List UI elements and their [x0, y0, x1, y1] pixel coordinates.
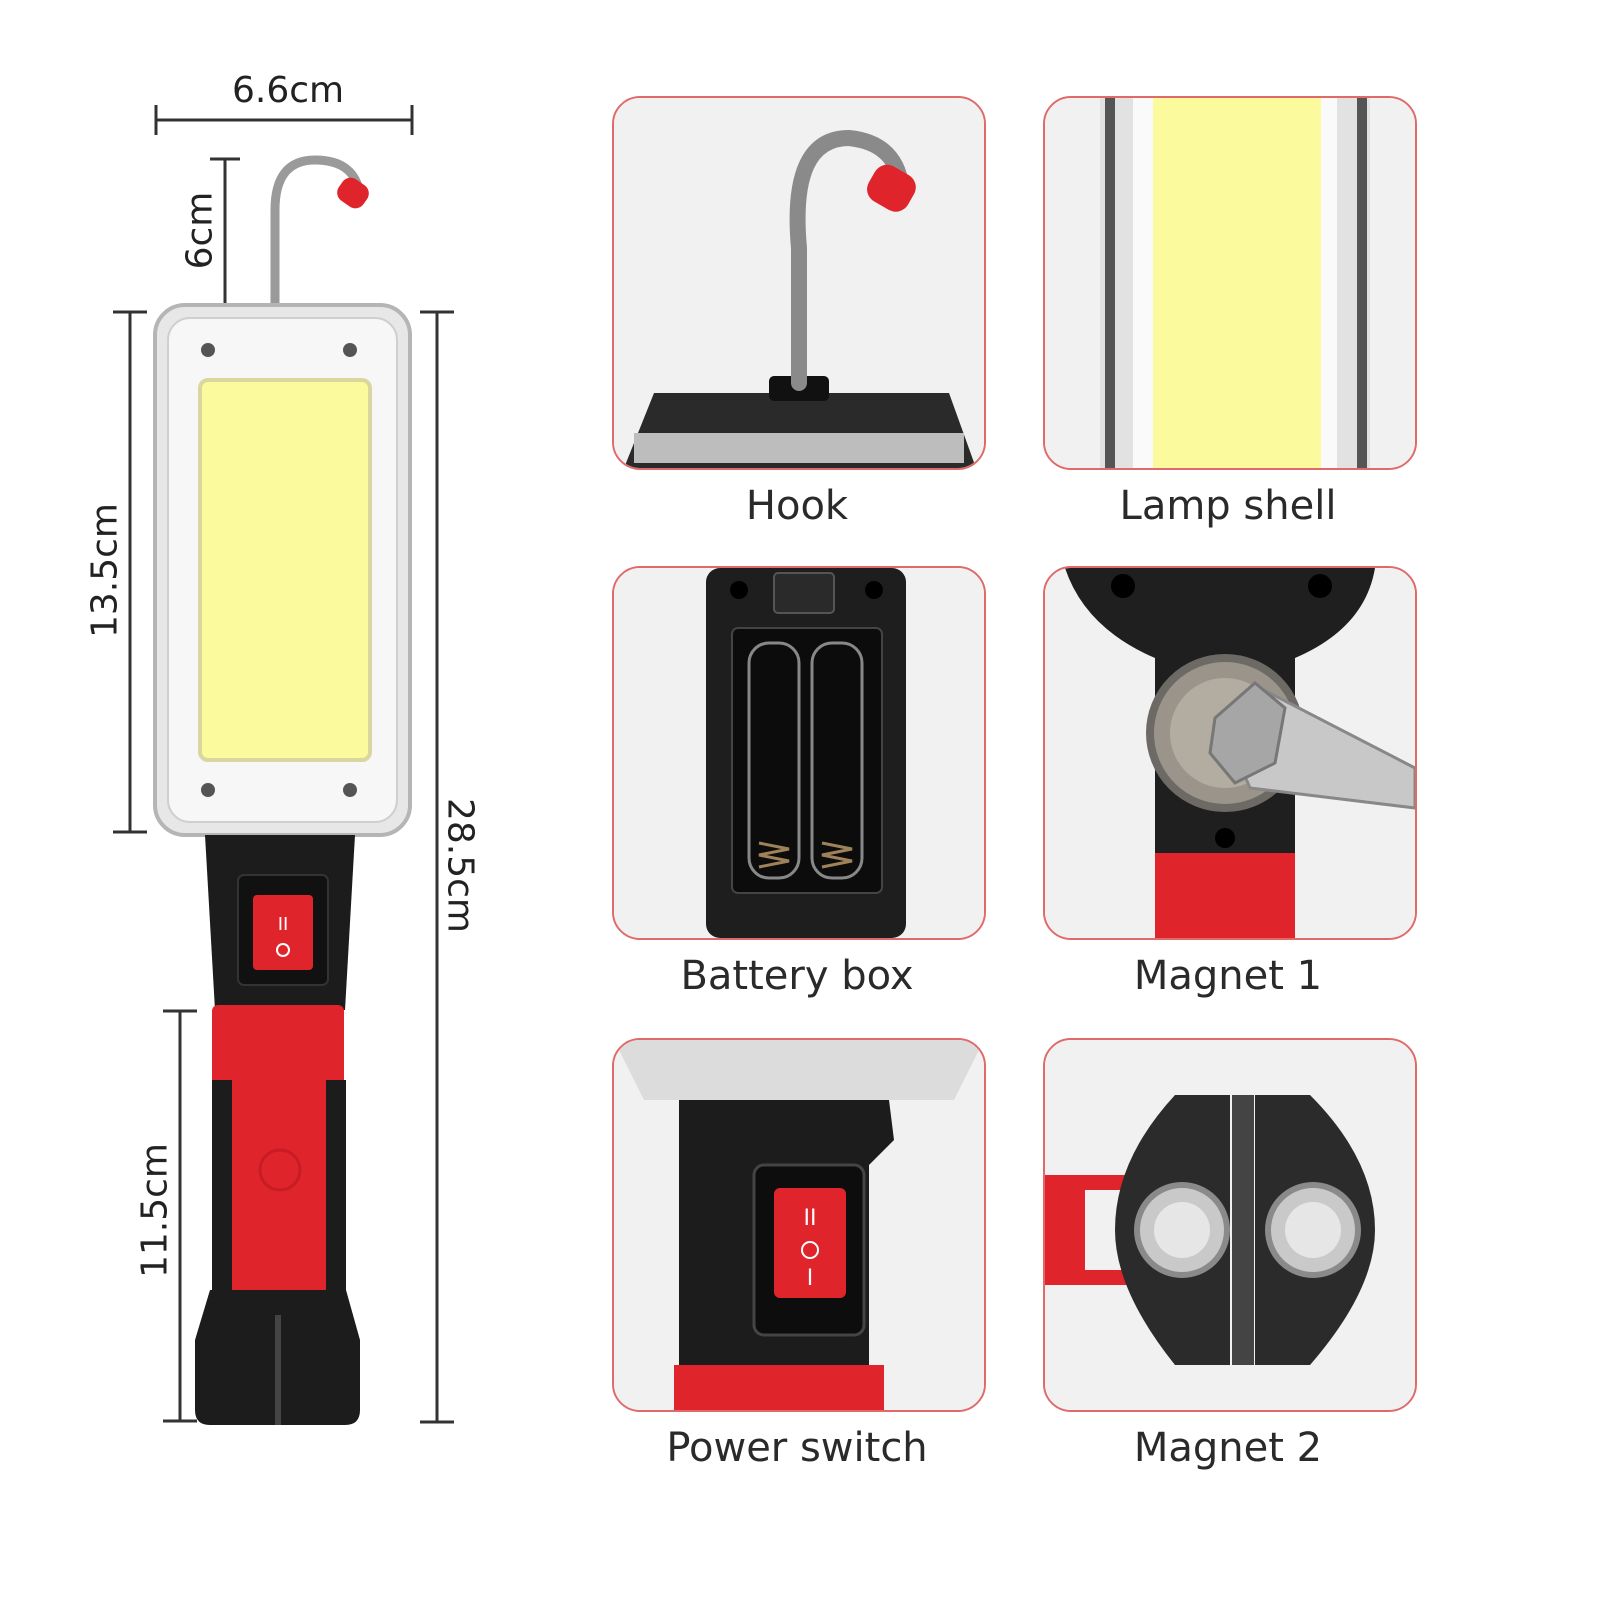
feature-panel-lamp-shell: [1043, 96, 1417, 470]
svg-text:II: II: [804, 1206, 817, 1231]
width-dimension-label: 6.6cm: [232, 70, 345, 111]
lamp-dimension-label: 13.5cm: [84, 502, 126, 639]
caption-power-switch: Power switch: [666, 1425, 928, 1471]
svg-text:II: II: [278, 914, 289, 935]
caption-magnet-2: Magnet 2: [1133, 1425, 1323, 1471]
lamp-shell-icon: [1045, 98, 1415, 468]
total-dimension-label: 28.5cm: [439, 797, 481, 934]
total-dimension-line: [420, 310, 454, 1424]
power-switch-icon: II I: [614, 1040, 984, 1410]
dual-magnet-icon: [1045, 1040, 1415, 1410]
hook-icon: [614, 98, 984, 468]
caption-lamp-shell: Lamp shell: [1119, 483, 1337, 529]
caption-hook: Hook: [745, 483, 849, 529]
feature-panel-magnet-1: [1043, 566, 1417, 940]
feature-panel-battery-box: [612, 566, 986, 940]
caption-battery-box: Battery box: [680, 953, 914, 999]
width-dimension-line: [154, 105, 414, 135]
work-light-illustration: II: [153, 155, 412, 1425]
caption-magnet-1: Magnet 1: [1133, 953, 1323, 999]
magnet-icon: [1045, 568, 1415, 938]
svg-text:I: I: [807, 1266, 814, 1291]
feature-panel-power-switch: II I: [612, 1038, 986, 1412]
feature-panel-magnet-2: [1043, 1038, 1417, 1412]
lamp-dimension-line: [113, 310, 147, 834]
feature-panel-hook: [612, 96, 986, 470]
battery-box-icon: [614, 568, 984, 938]
handle-dimension-line: [163, 1009, 197, 1423]
product-diagram: 6.6cm 6cm 13.5cm 28.5cm 11.5cm: [0, 0, 540, 1600]
